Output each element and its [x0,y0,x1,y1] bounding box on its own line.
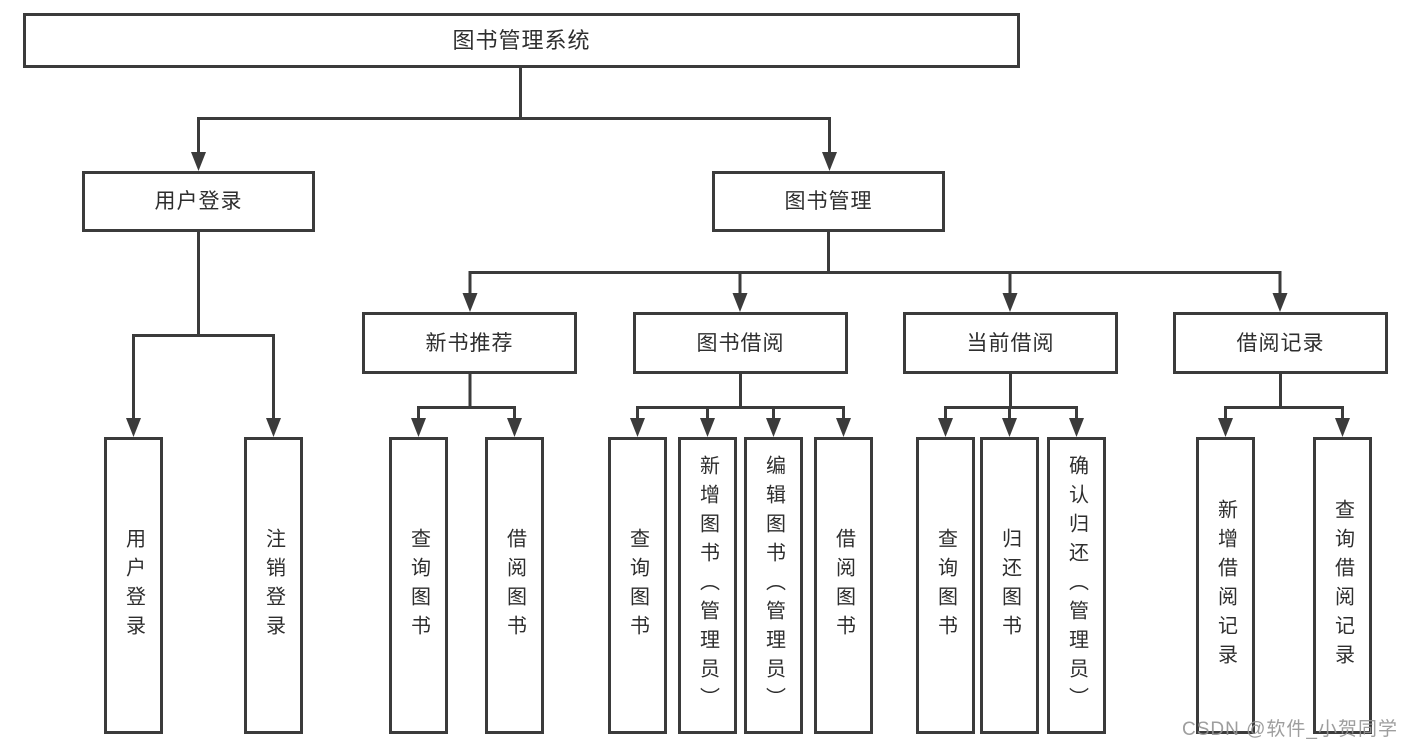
leaf-confirm-return-admin: 确认归还（管理员） [1047,437,1106,734]
node-label: 借阅记录 [1236,331,1325,355]
node-label: 查询借阅记录 [1331,498,1354,673]
leaf-query-books-current: 查询图书 [916,437,975,734]
node-label: 查询图书 [407,527,430,644]
leaf-edit-books-admin: 编辑图书（管理员） [744,437,803,734]
node-label: 借阅图书 [832,527,855,644]
leaf-add-borrow-record: 新增借阅记录 [1196,437,1255,734]
leaf-borrow-books: 借阅图书 [814,437,873,734]
leaf-borrow-books-recommend: 借阅图书 [485,437,544,734]
node-label: 新书推荐 [425,331,514,355]
leaf-query-books-borrow: 查询图书 [608,437,667,734]
leaf-return-books: 归还图书 [980,437,1039,734]
leaf-add-books-admin: 新增图书（管理员） [678,437,737,734]
node-label: 查询图书 [626,527,649,644]
node-book-borrow: 图书借阅 [633,312,848,374]
node-label: 图书借阅 [696,331,785,355]
node-current-borrow: 当前借阅 [903,312,1118,374]
node-book-management: 图书管理 [712,171,945,232]
node-borrow-records: 借阅记录 [1173,312,1388,374]
node-label: 确认归还（管理员） [1065,455,1088,716]
node-label: 图书管理系统 [452,27,591,53]
node-label: 新增图书（管理员） [696,455,719,716]
node-label: 注销登录 [262,527,285,644]
leaf-query-borrow-record: 查询借阅记录 [1313,437,1372,734]
watermark-text: CSDN @软件_小贺同学 [1182,719,1398,740]
node-label: 新增借阅记录 [1214,498,1237,673]
node-library-management-system: 图书管理系统 [23,13,1020,68]
leaf-query-books-recommend: 查询图书 [389,437,448,734]
node-user-login: 用户登录 [82,171,315,232]
leaf-logout: 注销登录 [244,437,303,734]
node-label: 用户登录 [122,527,145,644]
node-new-book-recommend: 新书推荐 [362,312,577,374]
arrow-down-icons [126,152,1350,437]
node-label: 借阅图书 [503,527,526,644]
node-label: 归还图书 [998,527,1021,644]
node-label: 用户登录 [154,190,243,213]
node-label: 当前借阅 [966,331,1055,355]
node-label: 图书管理 [784,190,873,213]
node-label: 编辑图书（管理员） [762,455,785,716]
node-label: 查询图书 [934,527,957,644]
leaf-user-login: 用户登录 [104,437,163,734]
